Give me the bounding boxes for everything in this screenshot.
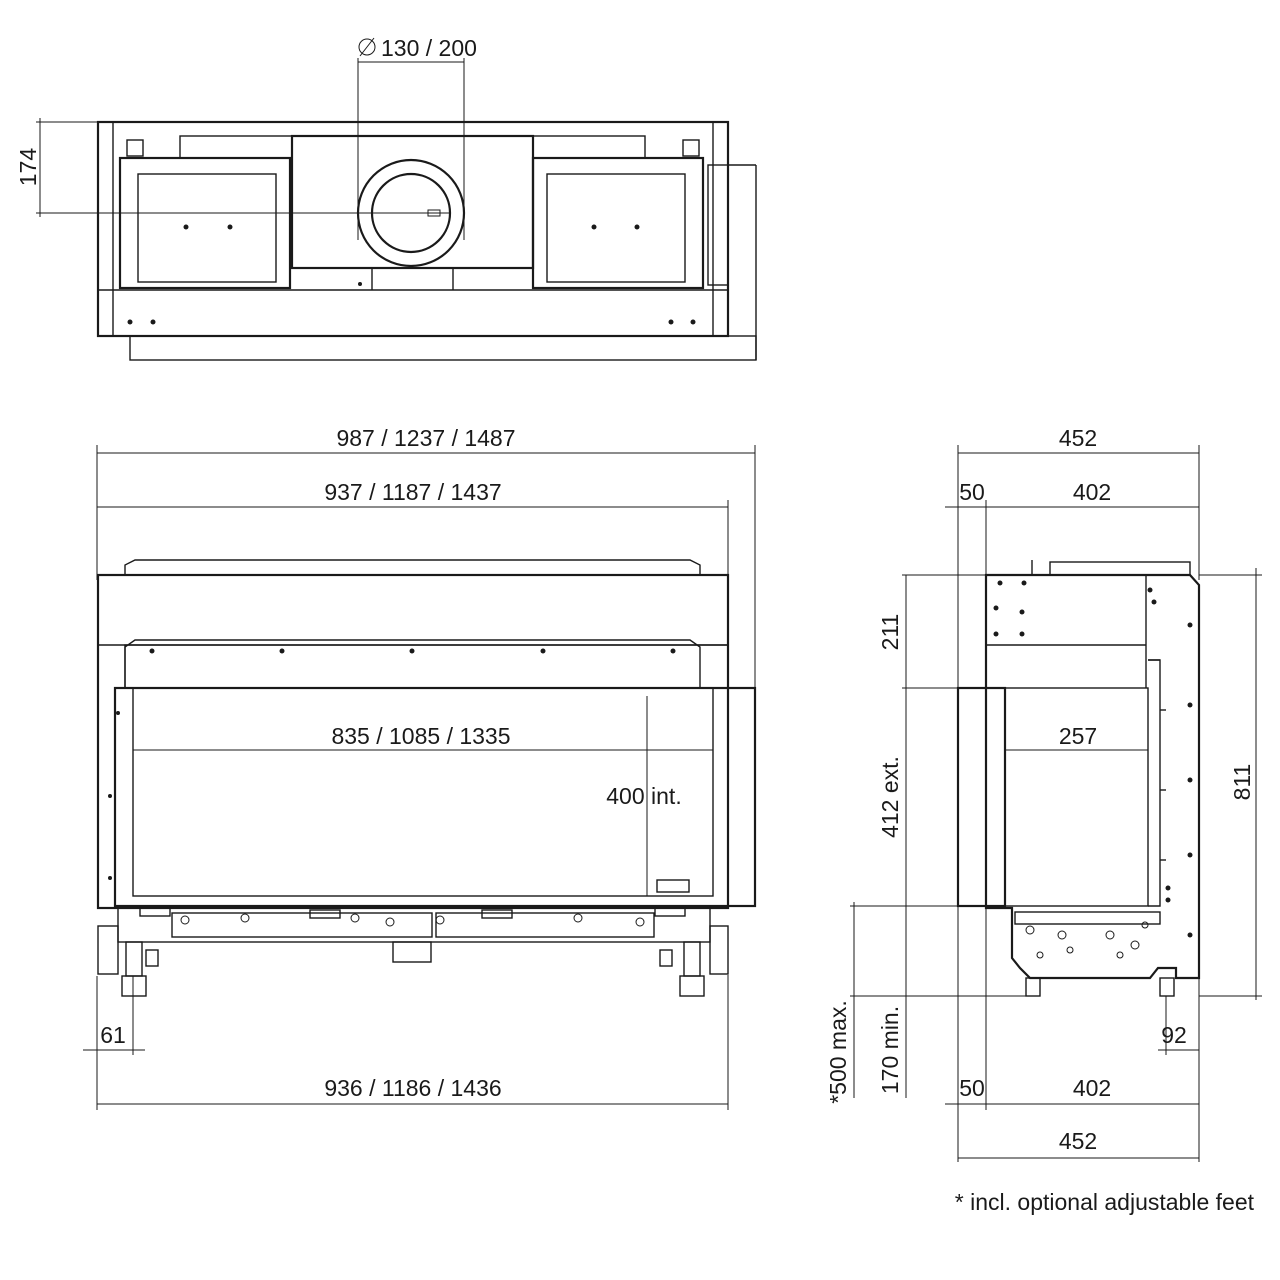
front-view: 987 / 1237 / 1487 937 / 1187 / 1437 835 … [83, 425, 757, 1110]
frame-width-label: 937 / 1187 / 1437 [324, 479, 501, 505]
glass-width-label: 835 / 1085 / 1335 [331, 723, 510, 749]
flue-panel [290, 134, 535, 270]
base-width-label: 936 / 1186 / 1436 [324, 1075, 501, 1101]
footnote: * incl. optional adjustable feet [955, 1189, 1255, 1215]
adjustable-foot [125, 941, 143, 977]
front-view-body [96, 573, 730, 910]
total-height-label: 811 [1229, 764, 1255, 801]
depth-front-bottom-label: 50 [959, 1075, 985, 1101]
top-view: 130 / 200 174 [15, 35, 757, 361]
adjustable-foot [1159, 977, 1175, 997]
bracket-icon [126, 139, 144, 157]
depth-total-top-label: 452 [1059, 425, 1097, 451]
adjustable-foot [1025, 977, 1041, 997]
left-compartment [118, 156, 292, 290]
foot-offset-label: 61 [100, 1022, 126, 1048]
side-view-body [984, 573, 1201, 980]
bracket-icon [682, 139, 700, 157]
depth-front-top-label: 50 [959, 479, 985, 505]
depth-body-bottom-label: 402 [1073, 1075, 1111, 1101]
adjustable-foot [683, 941, 701, 977]
inner-depth-label: 257 [1059, 723, 1097, 749]
right-compartment [531, 156, 705, 290]
top-view-base-plate [129, 335, 757, 361]
glass-height-label: 400 int. [606, 783, 681, 809]
top-view-body [96, 120, 730, 338]
depth-body-top-label: 402 [1073, 479, 1111, 505]
top-section-label: 211 [877, 614, 903, 651]
side-view: 452 50 402 [825, 425, 1262, 1162]
feet-min-label: 170 min. [877, 1006, 903, 1094]
feet-max-label: *500 max. [825, 1000, 851, 1104]
height-174-label: 174 [15, 148, 41, 187]
outer-width-label: 987 / 1237 / 1487 [336, 425, 515, 451]
flue-diameter-label: 130 / 200 [381, 35, 477, 61]
diameter-icon [358, 38, 376, 56]
glass-ext-label: 412 ext. [877, 756, 903, 838]
side-glass [956, 686, 1007, 908]
depth-total-bottom-label: 452 [1059, 1128, 1097, 1154]
side-foot-offset-label: 92 [1161, 1022, 1187, 1048]
